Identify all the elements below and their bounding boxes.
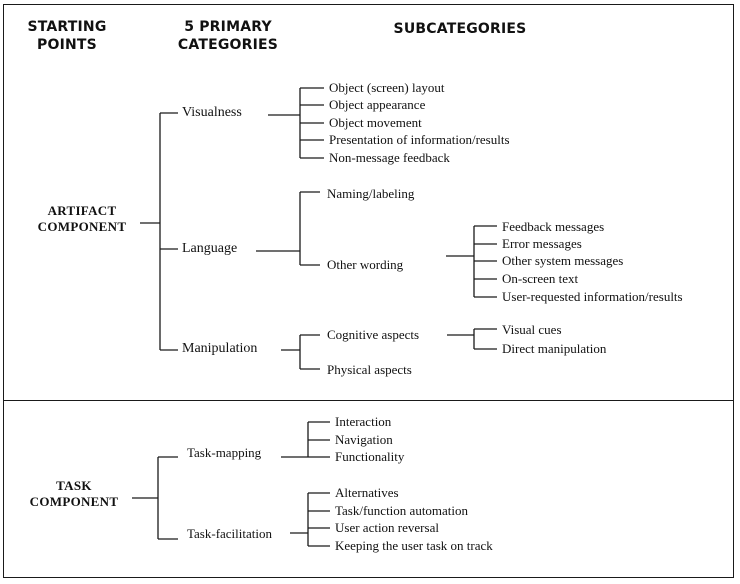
- sub-object-movement: Object movement: [329, 115, 422, 130]
- label-line: ARTIFACT: [47, 203, 117, 218]
- sub-error-messages: Error messages: [502, 236, 582, 251]
- sub-object-appearance: Object appearance: [329, 97, 426, 112]
- sub-user-action-reversal: User action reversal: [335, 520, 439, 535]
- sub-other-system-messages: Other system messages: [502, 253, 624, 268]
- sub-other-wording: Other wording: [327, 257, 404, 272]
- category-language: Language: [182, 241, 238, 256]
- header-line: 5 PRIMARY: [184, 19, 272, 35]
- header-subcategories: SUBCATEGORIES: [393, 21, 527, 37]
- sub-user-requested-info: User-requested information/results: [502, 289, 683, 304]
- header-line: CATEGORIES: [177, 37, 279, 53]
- header-line: STARTING: [27, 19, 107, 35]
- category-task-facilitation: Task-facilitation: [187, 526, 273, 541]
- sub-task-function-automation: Task/function automation: [335, 503, 469, 518]
- sub-non-message-feedback: Non-message feedback: [329, 150, 450, 165]
- category-visualness: Visualness: [182, 105, 242, 120]
- sub-naming-labeling: Naming/labeling: [327, 186, 415, 201]
- header-starting-points: STARTING POINTS: [12, 18, 122, 54]
- sub-physical-aspects: Physical aspects: [327, 362, 412, 377]
- header-primary-categories: 5 PRIMARY CATEGORIES: [166, 18, 290, 54]
- sub-functionality: Functionality: [335, 449, 405, 464]
- sub-on-screen-text: On-screen text: [502, 271, 579, 286]
- category-task-mapping: Task-mapping: [187, 445, 262, 460]
- sub-interaction: Interaction: [335, 414, 392, 429]
- sub-presentation-info: Presentation of information/results: [329, 132, 510, 147]
- sub-cognitive-aspects: Cognitive aspects: [327, 327, 420, 342]
- sub-feedback-messages: Feedback messages: [502, 219, 605, 234]
- sub-keeping-task-on-track: Keeping the user task on track: [335, 538, 493, 553]
- header-line: POINTS: [37, 37, 97, 53]
- category-manipulation: Manipulation: [182, 341, 258, 356]
- task-component-label: TASK COMPONENT: [16, 478, 132, 510]
- artifact-component-label: ARTIFACT COMPONENT: [24, 203, 140, 235]
- diagram-frame: [3, 4, 734, 578]
- label-line: COMPONENT: [37, 219, 127, 234]
- sub-alternatives: Alternatives: [335, 485, 399, 500]
- section-divider: [3, 400, 734, 401]
- sub-object-screen-layout: Object (screen) layout: [329, 80, 445, 95]
- label-line: COMPONENT: [29, 494, 119, 509]
- label-line: TASK: [56, 478, 92, 493]
- sub-direct-manipulation: Direct manipulation: [502, 341, 607, 356]
- sub-visual-cues: Visual cues: [502, 322, 562, 337]
- sub-navigation: Navigation: [335, 432, 393, 447]
